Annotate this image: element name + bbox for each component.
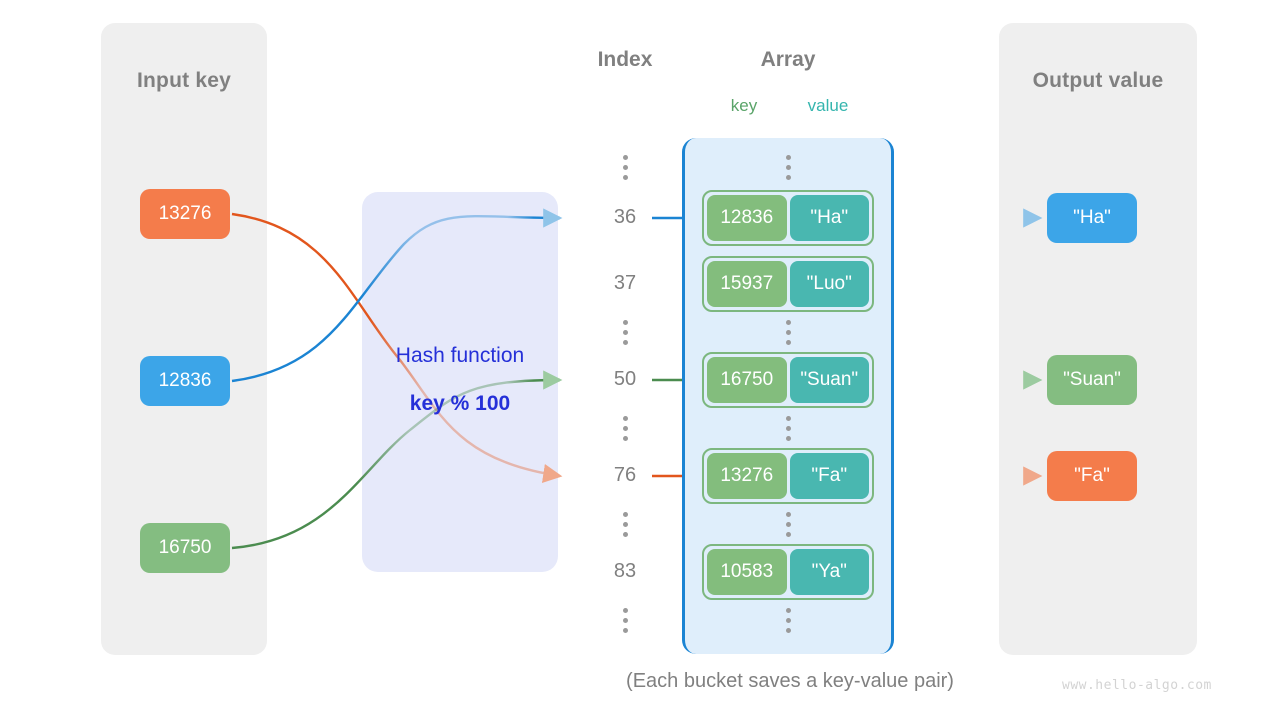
bucket-key: 15937 [707,261,787,307]
input-chip-16750[interactable]: 16750 [140,523,230,573]
input-chip-12836[interactable]: 12836 [140,356,230,406]
index-ellipsis-top [618,155,632,180]
index-label-76: 76 [613,464,637,486]
output-chip-fa[interactable]: "Fa" [1047,451,1137,501]
output-chip-ha[interactable]: "Ha" [1047,193,1137,243]
index-column-header: Index [597,48,653,71]
output-chip-suan[interactable]: "Suan" [1047,355,1137,405]
bucket-76[interactable]: 13276 "Fa" [702,448,874,504]
output-value-panel: Output value [999,23,1197,655]
value-subheader: value [807,96,849,115]
watermark: www.hello-algo.com [1062,678,1212,693]
array-ellipsis-3 [781,416,795,441]
input-chip-13276[interactable]: 13276 [140,189,230,239]
bucket-key: 13276 [707,453,787,499]
key-subheader: key [730,96,758,115]
index-ellipsis-bottom [618,608,632,633]
bucket-key: 10583 [707,549,787,595]
hash-function-formula: key % 100 [409,392,511,415]
bucket-37[interactable]: 15937 "Luo" [702,256,874,312]
bucket-value: "Luo" [789,261,869,307]
array-ellipsis-top [781,155,795,180]
array-ellipsis-bottom [781,608,795,633]
array-ellipsis-2 [781,320,795,345]
index-label-37: 37 [613,272,637,294]
index-ellipsis-2 [618,320,632,345]
index-label-83: 83 [613,560,637,582]
input-panel-title: Input key [137,69,231,92]
index-label-50: 50 [613,368,637,390]
output-panel-title: Output value [1032,69,1164,92]
index-label-36: 36 [613,206,637,228]
index-ellipsis-3 [618,416,632,441]
bucket-key: 16750 [707,357,787,403]
bucket-value: "Ha" [789,195,869,241]
bucket-83[interactable]: 10583 "Ya" [702,544,874,600]
index-ellipsis-4 [618,512,632,537]
bucket-value: "Fa" [789,453,869,499]
array-column-header: Array [760,48,816,71]
array-ellipsis-4 [781,512,795,537]
bucket-key: 12836 [707,195,787,241]
hash-function-label: Hash function [395,344,525,367]
diagram-caption: (Each bucket saves a key-value pair) [626,670,954,692]
bucket-36[interactable]: 12836 "Ha" [702,190,874,246]
bucket-50[interactable]: 16750 "Suan" [702,352,874,408]
bucket-value: "Suan" [789,357,869,403]
bucket-value: "Ya" [789,549,869,595]
hash-function-box [362,192,558,572]
